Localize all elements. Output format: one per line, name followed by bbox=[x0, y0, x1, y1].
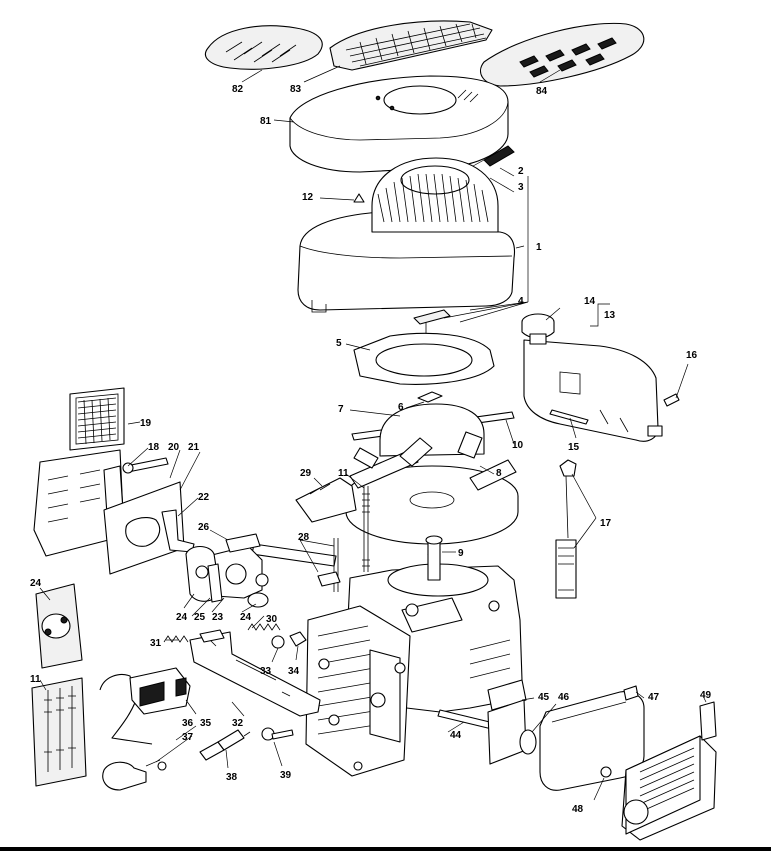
callout-83: 83 bbox=[290, 84, 302, 95]
callout-84: 84 bbox=[536, 86, 548, 97]
callout-19: 19 bbox=[140, 418, 152, 429]
spring-30 bbox=[247, 623, 281, 631]
bolt-4 bbox=[413, 309, 451, 336]
fuel-filter-17 bbox=[555, 459, 577, 599]
gasket-46 bbox=[519, 729, 537, 755]
bolt-16 bbox=[663, 393, 680, 407]
callout-82: 82 bbox=[232, 84, 244, 95]
spring-31 bbox=[163, 635, 189, 643]
air-filter-base-21 bbox=[103, 481, 185, 575]
callout-29: 29 bbox=[300, 468, 312, 479]
leader-lines bbox=[39, 65, 707, 801]
flywheel-nut-6 bbox=[417, 391, 443, 403]
callout-26: 26 bbox=[198, 522, 210, 533]
nut-48 bbox=[600, 766, 612, 778]
callout-10: 10 bbox=[512, 440, 524, 451]
callout-34: 34 bbox=[288, 666, 300, 677]
callout-47: 47 bbox=[648, 692, 660, 703]
flywheel-8 bbox=[345, 403, 519, 545]
callout-25: 25 bbox=[194, 612, 206, 623]
control-plate-32 bbox=[189, 629, 321, 717]
callout-24-inset: 24 bbox=[30, 578, 42, 589]
ignition-bracket-29 bbox=[295, 477, 357, 523]
callout-3: 3 bbox=[518, 182, 524, 193]
heat-shield-49 bbox=[621, 701, 717, 841]
air-filter-19 bbox=[69, 387, 125, 451]
callout-39: 39 bbox=[280, 770, 292, 781]
throttle-rod-28 bbox=[251, 538, 341, 592]
callout-14: 14 bbox=[584, 296, 596, 307]
callout-22: 22 bbox=[198, 492, 210, 503]
callout-11-inset: 11 bbox=[30, 674, 41, 685]
callout-30: 30 bbox=[266, 614, 278, 625]
governor-parts-33-34 bbox=[271, 631, 307, 649]
fuel-bracket-15 bbox=[549, 409, 589, 425]
callout-5: 5 bbox=[336, 338, 342, 349]
callout-81: 81 bbox=[260, 116, 272, 127]
gasket-24b bbox=[247, 592, 269, 608]
callout-9: 9 bbox=[458, 548, 464, 559]
callout-46: 46 bbox=[558, 692, 570, 703]
callout-6: 6 bbox=[398, 402, 404, 413]
callout-20: 20 bbox=[168, 442, 180, 453]
blower-housing-1 bbox=[297, 211, 516, 313]
breather-tube-22 bbox=[161, 509, 195, 553]
gasket-plate-5 bbox=[353, 332, 495, 385]
callout-15: 15 bbox=[568, 442, 580, 453]
callout-44: 44 bbox=[450, 730, 462, 741]
callout-48: 48 bbox=[572, 804, 584, 815]
callout-12: 12 bbox=[302, 192, 314, 203]
cover-plate-84 bbox=[480, 22, 645, 87]
muffler-bracket-45 bbox=[487, 699, 527, 765]
callout-28: 28 bbox=[298, 532, 310, 543]
callout-37: 37 bbox=[182, 732, 194, 743]
callout-18: 18 bbox=[148, 442, 160, 453]
callout-24-right: 24 bbox=[240, 612, 252, 623]
callout-8: 8 bbox=[496, 468, 502, 479]
callout-23: 23 bbox=[212, 612, 224, 623]
callout-labels: 82 83 84 81 2 3 12 1 4 14 13 5 16 7 6 10… bbox=[30, 84, 712, 815]
spark-plug-cap-37 bbox=[102, 759, 167, 791]
bottom-rule bbox=[0, 847, 771, 851]
callout-33: 33 bbox=[260, 666, 272, 677]
knob-12 bbox=[353, 193, 365, 203]
callout-2: 2 bbox=[518, 166, 524, 177]
engine-shroud-81 bbox=[289, 75, 509, 173]
callout-11-top: 11 bbox=[338, 468, 349, 479]
filter-screw-20 bbox=[122, 457, 169, 474]
callout-13: 13 bbox=[604, 310, 616, 321]
ignition-coil-35 bbox=[99, 667, 191, 745]
callout-7: 7 bbox=[338, 404, 344, 415]
cover-grille-83 bbox=[329, 20, 493, 71]
callout-21: 21 bbox=[188, 442, 200, 453]
callout-49: 49 bbox=[700, 690, 712, 701]
spark-plug-38 bbox=[199, 729, 251, 761]
callout-17: 17 bbox=[600, 518, 612, 529]
callout-31: 31 bbox=[150, 638, 162, 649]
fuel-tank-13 bbox=[523, 333, 663, 442]
callout-1: 1 bbox=[536, 242, 542, 253]
callout-36: 36 bbox=[182, 718, 194, 729]
gasket-kit-24 bbox=[35, 583, 83, 669]
screw-39 bbox=[261, 727, 294, 741]
cover-plate-82 bbox=[204, 25, 323, 70]
callout-35: 35 bbox=[200, 718, 212, 729]
recoil-starter-1 bbox=[371, 157, 499, 233]
callout-38: 38 bbox=[226, 772, 238, 783]
cylinder-head bbox=[305, 605, 411, 777]
callout-24-left: 24 bbox=[176, 612, 188, 623]
callout-16: 16 bbox=[686, 350, 698, 361]
callout-32: 32 bbox=[232, 718, 244, 729]
stud-11 bbox=[362, 486, 370, 572]
studs-kit-11 bbox=[31, 677, 87, 787]
callout-45: 45 bbox=[538, 692, 550, 703]
callout-4: 4 bbox=[518, 296, 524, 307]
muffler-47 bbox=[539, 685, 645, 791]
